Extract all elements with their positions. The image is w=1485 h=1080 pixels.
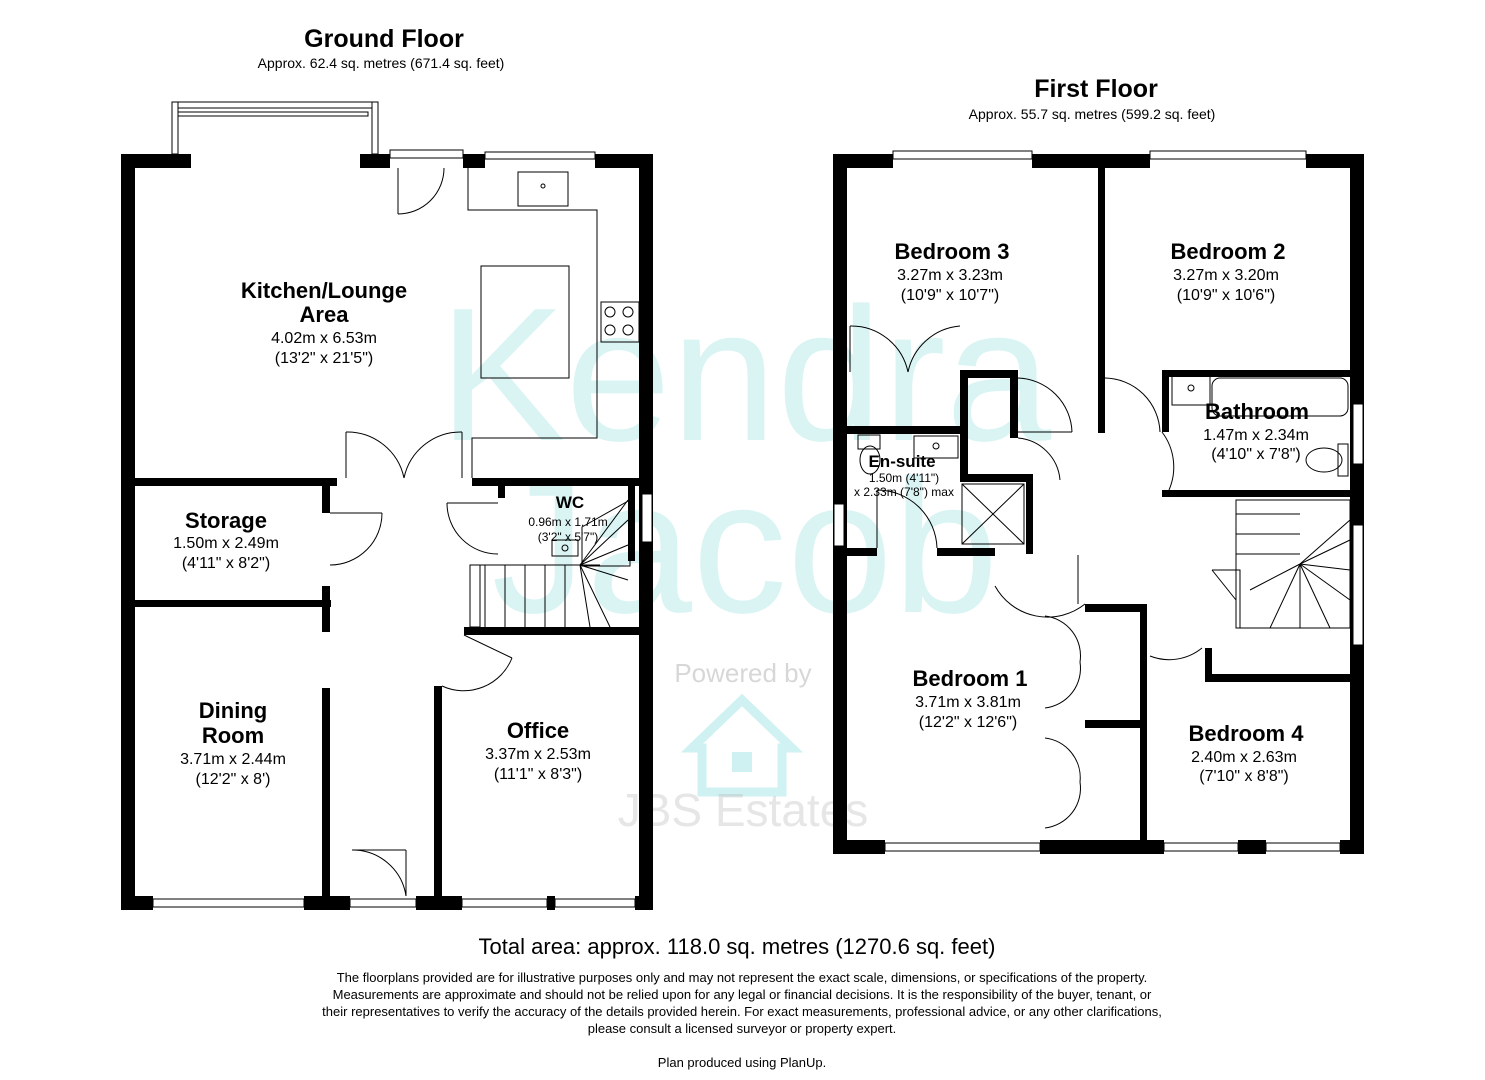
room-metric: 1.47m x 2.34m [1203,427,1309,444]
room-name: Bedroom 2 [1171,239,1286,264]
ground-stairs [469,499,629,628]
room-bedroom2: Bedroom 2 3.27m x 3.20m (10'9" x 10'6") [1171,239,1286,304]
room-name: Bathroom [1205,399,1309,424]
first-floor-title: First Floor [1034,75,1158,103]
room-imperial: (11'1" x 8'3") [494,766,582,783]
disclaimer-line: The floorplans provided are for illustra… [337,970,1148,985]
room-metric: 3.27m x 3.20m [1173,267,1279,284]
room-name-line2: Area [300,302,350,327]
first-interior-walls [847,168,1350,840]
room-kitchen-lounge: Kitchen/Lounge Area 4.02m x 6.53m (13'2"… [241,278,407,367]
disclaimer-line: their representatives to verify the accu… [322,1004,1162,1019]
first-windows [833,150,1364,852]
room-metric: 2.40m x 2.63m [1191,749,1297,766]
room-bathroom: Bathroom 1.47m x 2.34m (4'10" x 7'8") [1203,399,1309,463]
first-floor: First Floor Approx. 55.7 sq. metres (599… [833,75,1364,854]
room-metric: 3.71m x 3.81m [915,694,1021,711]
room-bedroom3: Bedroom 3 3.27m x 3.23m (10'9" x 10'7") [895,239,1010,304]
room-bedroom1: Bedroom 1 3.71m x 3.81m (12'2" x 12'6") [913,666,1028,731]
room-metric: 3.37m x 2.53m [485,746,591,763]
room-storage: Storage 1.50m x 2.49m (4'11" x 8'2") [173,508,279,572]
room-dining: Dining Room 3.71m x 2.44m (12'2" x 8') [180,698,286,788]
room-name: WC [556,493,584,512]
watermark-line1: Kendra [439,269,1052,481]
room-office: Office 3.37m x 2.53m (11'1" x 8'3") [485,718,591,783]
ground-floor: Ground Floor Approx. 62.4 sq. metres (67… [121,25,653,910]
room-imperial: (7'10" x 8'8") [1199,768,1289,785]
room-imperial: (10'9" x 10'6") [1177,287,1275,304]
room-metric: 4.02m x 6.53m [271,330,377,347]
total-area: Total area: approx. 118.0 sq. metres (12… [479,934,996,959]
bay-window [171,101,379,155]
room-name: Office [507,718,569,743]
first-floor-area: Approx. 55.7 sq. metres (599.2 sq. feet) [969,106,1216,122]
room-metric: 1.50m (4'11") [869,471,939,485]
wc-fittings [551,499,631,567]
ground-floor-area: Approx. 62.4 sq. metres (671.4 sq. feet) [258,55,505,71]
room-ensuite: En-suite 1.50m (4'11") x 2.33m (7'8") ma… [854,452,954,499]
watermark-line2: Jacob [491,441,998,653]
watermark-powered: Powered by [674,658,811,688]
room-imperial: (10'9" x 10'7") [901,287,999,304]
room-metric: 3.71m x 2.44m [180,751,286,768]
room-name: Storage [185,508,267,533]
room-imperial: (3'2" x 5'7") [538,530,598,544]
room-name: Kitchen/Lounge [241,278,407,303]
produced-by: Plan produced using PlanUp. [658,1055,826,1070]
ground-floor-title: Ground Floor [304,25,464,53]
room-metric: 3.27m x 3.23m [897,267,1003,284]
room-bedroom4: Bedroom 4 2.40m x 2.63m (7'10" x 8'8") [1189,721,1305,785]
house-logo-icon [680,693,804,797]
watermark: Kendra Jacob Powered by JBS Estates [439,269,1052,836]
ground-interior-walls [135,478,639,896]
first-doors [849,325,1203,829]
room-imperial: (12'2" x 12'6") [919,714,1017,731]
room-imperial: (12'2" x 8') [196,771,271,788]
kitchen-fittings [467,168,640,478]
room-metric: 1.50m x 2.49m [173,535,279,552]
watermark-estates: JBS Estates [618,784,869,836]
room-name-line2: Room [202,723,264,748]
room-metric: 0.96m x 1.71m [528,515,607,529]
room-name: Dining [199,698,267,723]
disclaimer-line: Measurements are approximate and should … [333,987,1152,1002]
footer: Total area: approx. 118.0 sq. metres (12… [322,934,1162,1070]
room-wc: WC 0.96m x 1.71m (3'2" x 5'7") [528,493,607,544]
room-imperial: (13'2" x 21'5") [275,350,373,367]
room-imperial: (4'10" x 7'8") [1211,446,1301,463]
room-imperial: x 2.33m (7'8") max [854,485,954,499]
ground-doors [329,167,513,897]
ground-windows [152,149,653,908]
room-name: En-suite [868,452,935,471]
bathroom-fittings [857,374,1349,545]
room-imperial: (4'11" x 8'2") [182,555,270,572]
disclaimer-line: please consult a licensed surveyor or pr… [588,1021,897,1036]
first-stairs [1211,499,1351,629]
room-name: Bedroom 4 [1189,721,1305,746]
room-name: Bedroom 1 [913,666,1028,691]
room-name: Bedroom 3 [895,239,1010,264]
